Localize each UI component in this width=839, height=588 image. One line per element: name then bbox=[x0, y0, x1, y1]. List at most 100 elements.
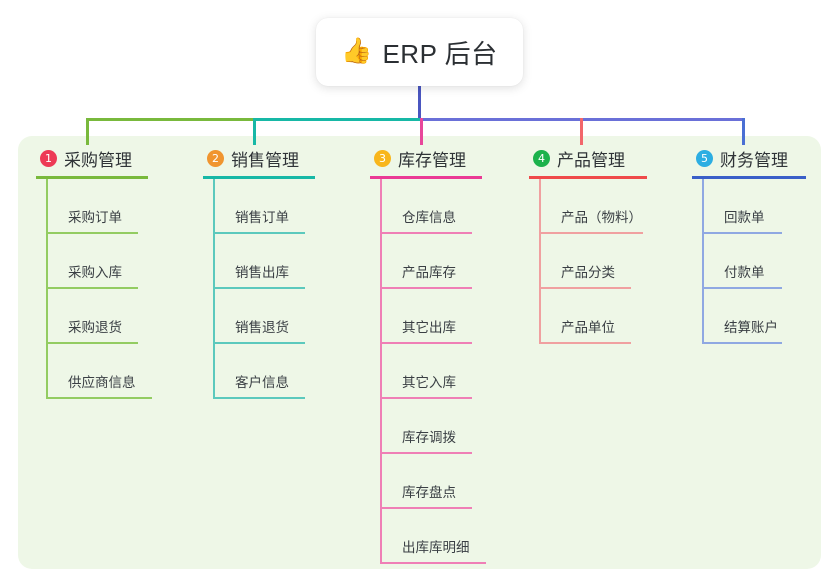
leaf-item[interactable]: 库存盘点 bbox=[380, 454, 525, 509]
leaf-item[interactable]: 产品库存 bbox=[380, 234, 525, 289]
leaf-item-label: 客户信息 bbox=[235, 375, 289, 390]
leaf-item[interactable]: 出库库明细 bbox=[380, 509, 525, 564]
leaf-item-rule bbox=[702, 287, 782, 289]
leaf-item[interactable]: 供应商信息 bbox=[46, 344, 186, 399]
branch-column-3: 3 库存管理仓库信息产品库存其它出库其它入库库存调拨库存盘点出库库明细 bbox=[370, 145, 525, 564]
leaf-item[interactable]: 产品分类 bbox=[539, 234, 684, 289]
branch-header-rule bbox=[36, 176, 148, 179]
leaf-item-rule bbox=[380, 452, 472, 454]
leaf-item[interactable]: 结算账户 bbox=[702, 289, 839, 344]
leaf-item-rule bbox=[213, 287, 305, 289]
leaf-item-label: 结算账户 bbox=[724, 320, 778, 335]
connector-stub-5 bbox=[742, 118, 745, 145]
leaf-item[interactable]: 回款单 bbox=[702, 179, 839, 234]
leaf-item-label: 产品单位 bbox=[561, 320, 615, 335]
branch-column-4: 4 产品管理产品（物料） 产品分类产品单位 bbox=[529, 145, 684, 344]
branch-spine bbox=[46, 179, 48, 399]
connector-bar-segment-2 bbox=[253, 118, 423, 121]
leaf-item-rule bbox=[380, 507, 472, 509]
leaf-item-label: 其它出库 bbox=[402, 320, 456, 335]
branch-number-badge: 1 bbox=[40, 149, 57, 167]
branch-header-rule bbox=[370, 176, 482, 179]
connector-bar-segment-4 bbox=[580, 118, 745, 121]
branch-header-rule bbox=[529, 176, 647, 179]
connector-trunk bbox=[418, 86, 421, 121]
leaf-item-rule bbox=[539, 232, 643, 234]
leaf-item-rule bbox=[380, 232, 472, 234]
branch-leaf-list: 回款单付款单结算账户 bbox=[702, 179, 839, 344]
branch-title: 产品管理 bbox=[557, 150, 625, 170]
leaf-item-rule bbox=[539, 342, 631, 344]
leaf-item[interactable]: 仓库信息 bbox=[380, 179, 525, 234]
branch-leaf-list: 仓库信息产品库存其它出库其它入库库存调拨库存盘点出库库明细 bbox=[380, 179, 525, 564]
connector-bar-segment-1 bbox=[86, 118, 256, 121]
connector-stub-2 bbox=[253, 118, 256, 145]
leaf-item-label: 回款单 bbox=[724, 210, 765, 225]
leaf-item[interactable]: 产品（物料） bbox=[539, 179, 684, 234]
leaf-item[interactable]: 其它出库 bbox=[380, 289, 525, 344]
leaf-item-label: 销售退货 bbox=[235, 320, 289, 335]
leaf-item[interactable]: 销售订单 bbox=[213, 179, 353, 234]
branch-title: 库存管理 bbox=[398, 150, 466, 170]
root-node[interactable]: 👍 ERP 后台 bbox=[316, 18, 523, 86]
branch-number-badge: 5 bbox=[696, 149, 713, 167]
leaf-item-rule bbox=[46, 342, 138, 344]
leaf-item-label: 付款单 bbox=[724, 265, 765, 280]
branch-leaf-list: 采购订单采购入库采购退货供应商信息 bbox=[46, 179, 186, 399]
leaf-item[interactable]: 产品单位 bbox=[539, 289, 684, 344]
connector-stub-4 bbox=[580, 118, 583, 145]
leaf-item[interactable]: 采购订单 bbox=[46, 179, 186, 234]
branch-spine bbox=[213, 179, 215, 399]
leaf-item-label: 销售出库 bbox=[235, 265, 289, 280]
branch-header-4[interactable]: 4 产品管理 bbox=[529, 145, 684, 171]
leaf-item-label: 其它入库 bbox=[402, 375, 456, 390]
leaf-item[interactable]: 销售出库 bbox=[213, 234, 353, 289]
leaf-item[interactable]: 库存调拨 bbox=[380, 399, 525, 454]
branch-spine bbox=[539, 179, 541, 344]
branch-spine bbox=[380, 179, 382, 564]
leaf-item-label: 库存盘点 bbox=[402, 485, 456, 500]
branch-number-badge: 4 bbox=[533, 149, 550, 167]
leaf-item-label: 采购退货 bbox=[68, 320, 122, 335]
leaf-item-rule bbox=[702, 232, 782, 234]
leaf-item-label: 产品分类 bbox=[561, 265, 615, 280]
leaf-item-rule bbox=[380, 397, 472, 399]
branch-number-badge: 3 bbox=[374, 149, 391, 167]
leaf-item[interactable]: 采购入库 bbox=[46, 234, 186, 289]
leaf-item[interactable]: 采购退货 bbox=[46, 289, 186, 344]
leaf-item-label: 销售订单 bbox=[235, 210, 289, 225]
branch-leaf-list: 产品（物料） 产品分类产品单位 bbox=[539, 179, 684, 344]
branch-header-5[interactable]: 5 财务管理 bbox=[692, 145, 839, 171]
branch-number-badge: 2 bbox=[207, 149, 224, 167]
branch-header-1[interactable]: 1 采购管理 bbox=[36, 145, 186, 171]
branch-header-rule bbox=[692, 176, 806, 179]
branch-title: 财务管理 bbox=[720, 150, 788, 170]
root-node-label: ERP 后台 bbox=[382, 38, 498, 69]
branch-column-1: 1 采购管理采购订单采购入库采购退货供应商信息 bbox=[36, 145, 186, 399]
branch-header-rule bbox=[203, 176, 315, 179]
connector-stub-3 bbox=[420, 118, 423, 145]
leaf-item[interactable]: 销售退货 bbox=[213, 289, 353, 344]
leaf-item-label: 库存调拨 bbox=[402, 430, 456, 445]
leaf-item-label: 采购订单 bbox=[68, 210, 122, 225]
leaf-item-rule bbox=[213, 397, 305, 399]
leaf-item-rule bbox=[380, 562, 486, 564]
leaf-item-label: 供应商信息 bbox=[68, 375, 136, 390]
leaf-item-rule bbox=[46, 232, 138, 234]
leaf-item-label: 产品库存 bbox=[402, 265, 456, 280]
leaf-item-rule bbox=[380, 287, 472, 289]
branch-title: 采购管理 bbox=[64, 150, 132, 170]
leaf-item[interactable]: 付款单 bbox=[702, 234, 839, 289]
branch-header-3[interactable]: 3 库存管理 bbox=[370, 145, 525, 171]
leaf-item-label: 仓库信息 bbox=[402, 210, 456, 225]
leaf-item[interactable]: 客户信息 bbox=[213, 344, 353, 399]
leaf-item-rule bbox=[213, 342, 305, 344]
leaf-item-label: 采购入库 bbox=[68, 265, 122, 280]
branch-column-5: 5 财务管理回款单付款单结算账户 bbox=[692, 145, 839, 344]
leaf-item-rule bbox=[213, 232, 305, 234]
leaf-item[interactable]: 其它入库 bbox=[380, 344, 525, 399]
branch-spine bbox=[702, 179, 704, 344]
leaf-item-rule bbox=[702, 342, 782, 344]
